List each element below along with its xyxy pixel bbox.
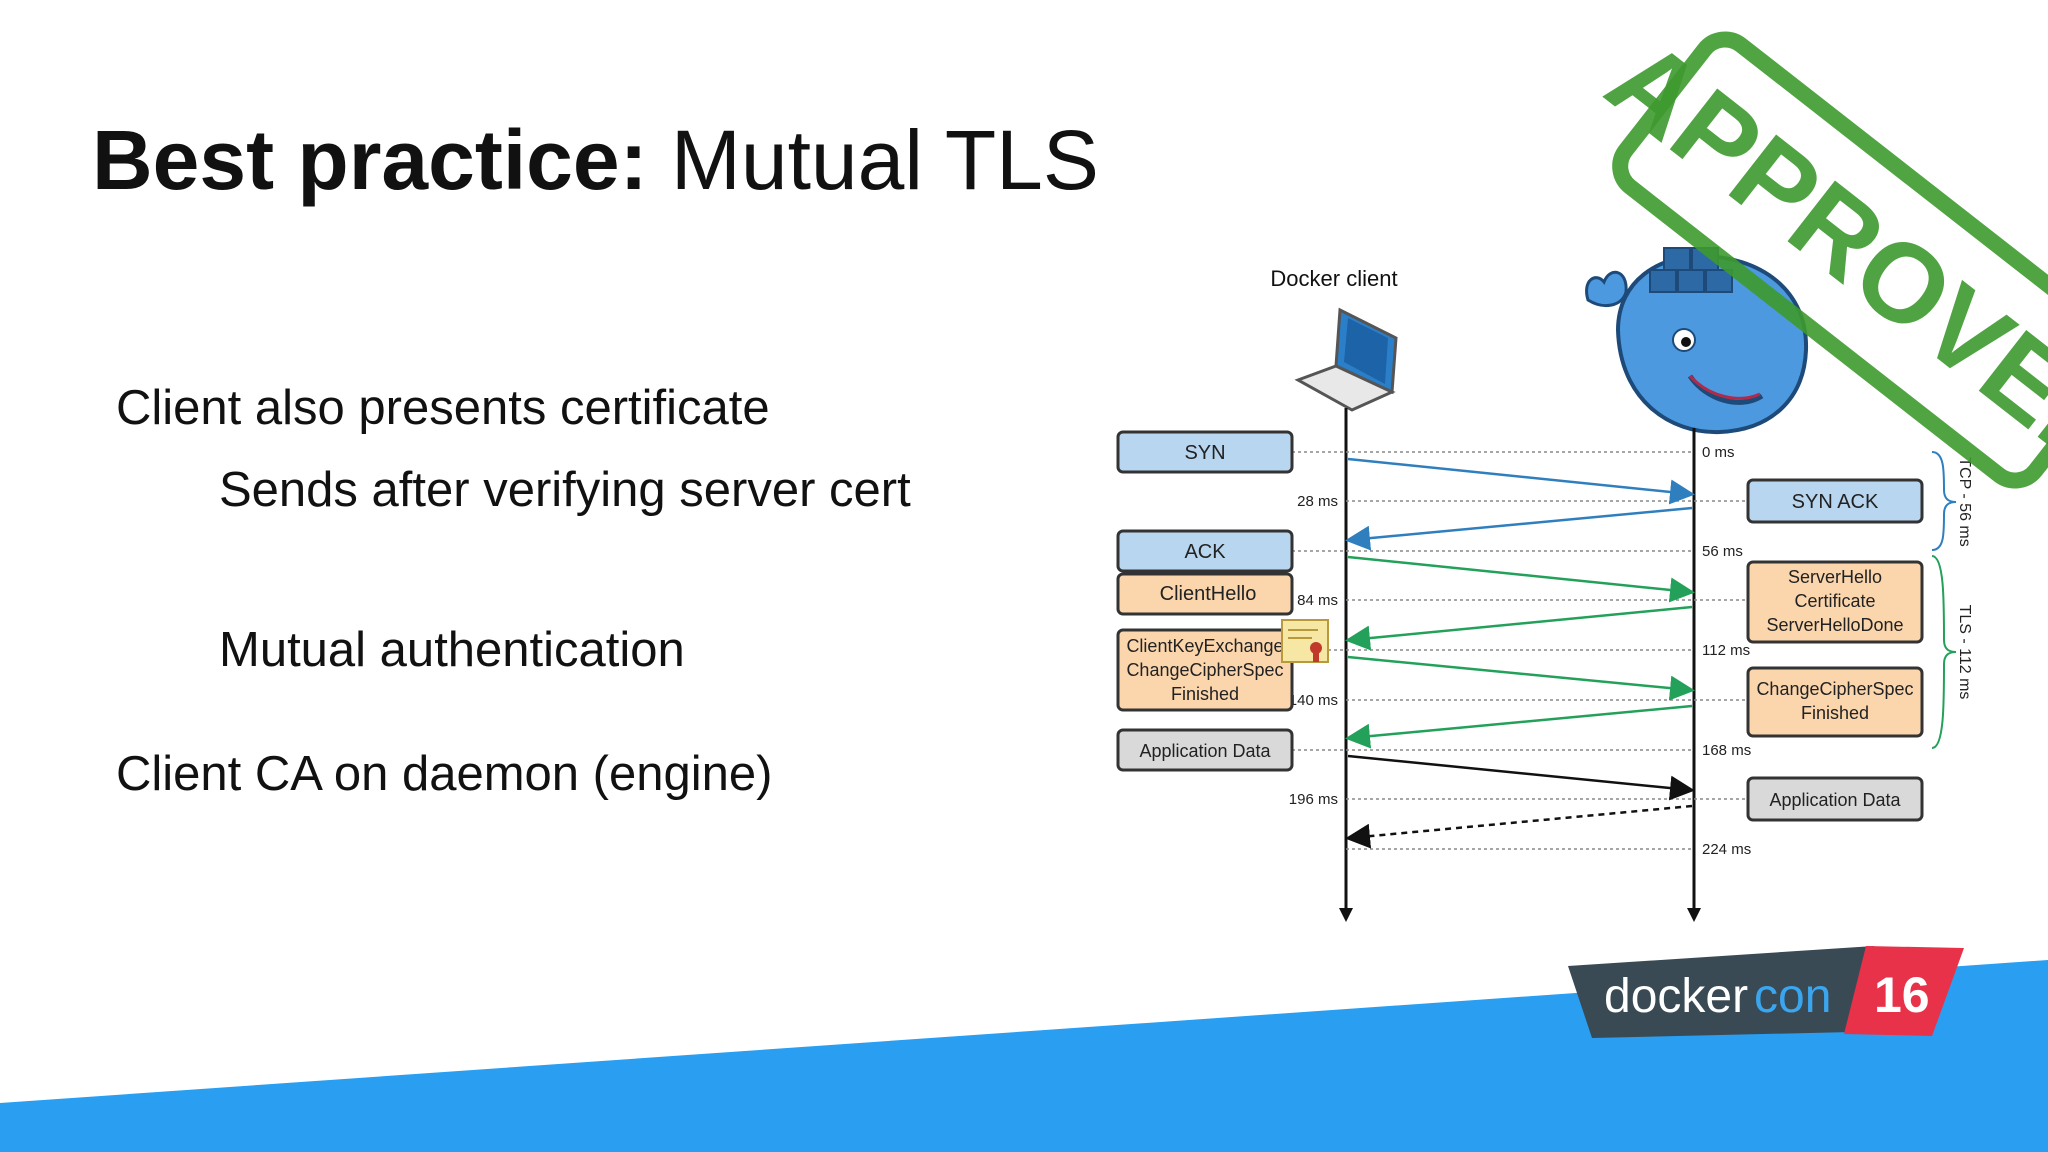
server-hello-line-1: ServerHello — [1788, 567, 1882, 587]
tcp-brace-label: TCP - 56 ms — [1956, 457, 1973, 547]
time-56: 56 ms — [1702, 543, 1743, 560]
server-app-data-label: Application Data — [1769, 790, 1901, 810]
title-rest: Mutual TLS — [647, 113, 1099, 207]
phase-braces: TCP - 56 ms TLS - 112 ms — [1931, 451, 1973, 749]
bullet-sends-after: Sends after verifying server cert — [219, 463, 911, 517]
client-label: Docker client — [1270, 266, 1397, 291]
dockercon-logo: docker con 16 — [1568, 946, 1964, 1038]
time-112: 112 ms — [1702, 642, 1750, 659]
bullet-client-ca: Client CA on daemon (engine) — [116, 747, 773, 801]
logo-year: 16 — [1874, 967, 1930, 1023]
time-84: 84 ms — [1297, 592, 1338, 609]
time-140: 140 ms — [1289, 692, 1338, 709]
time-224: 224 ms — [1702, 841, 1751, 858]
key-exchange-box — [1116, 628, 1294, 712]
ack-label: ACK — [1184, 541, 1226, 563]
stamp-text: APPROVED — [1585, 15, 2048, 500]
title-bold: Best practice: — [92, 113, 648, 207]
client-app-data-box — [1116, 728, 1294, 772]
change-cipher-line-1: ChangeCipherSpec — [1756, 679, 1913, 699]
docker-whale-icon — [1585, 247, 1809, 435]
tls-brace-label: TLS - 112 ms — [1956, 605, 1973, 700]
client-hello-label: ClientHello — [1160, 583, 1257, 605]
syn-ack-label: SYN ACK — [1792, 491, 1879, 513]
server-time-labels: 0 ms 56 ms 112 ms 168 ms 224 ms — [1702, 444, 1751, 858]
time-196: 196 ms — [1289, 791, 1338, 808]
change-cipher-line-2: Finished — [1801, 703, 1869, 723]
slide-title: Best practice: Mutual TLS — [92, 112, 1099, 209]
syn-ack-box — [1746, 478, 1924, 524]
server-hello-box — [1746, 560, 1924, 644]
syn-label: SYN — [1184, 442, 1225, 464]
bullet-client-cert: Client also presents certificate — [116, 381, 770, 435]
client-time-labels: 28 ms 84 ms 140 ms 196 ms — [1289, 493, 1338, 808]
server-hello-line-2: Certificate — [1794, 591, 1875, 611]
certificate-icon — [1281, 619, 1329, 663]
logo-docker: docker — [1604, 970, 1748, 1023]
key-exchange-line-2: ChangeCipherSpec — [1126, 660, 1283, 680]
server-app-data-box — [1746, 776, 1924, 822]
key-exchange-line-3: Finished — [1171, 684, 1239, 704]
time-28: 28 ms — [1297, 493, 1338, 510]
approved-stamp: APPROVED — [1585, 15, 2048, 501]
message-arrows — [1345, 457, 1695, 849]
time-168: 168 ms — [1702, 742, 1751, 759]
bullet-mutual-auth: Mutual authentication — [219, 623, 685, 677]
client-hello-box — [1116, 572, 1294, 616]
client-app-data-label: Application Data — [1139, 741, 1271, 761]
time-0: 0 ms — [1702, 444, 1735, 461]
key-exchange-line-1: ClientKeyExchange — [1126, 636, 1283, 656]
ack-box — [1116, 529, 1294, 573]
server-hello-line-3: ServerHelloDone — [1766, 615, 1903, 635]
syn-box — [1116, 430, 1294, 474]
laptop-icon — [1294, 307, 1398, 412]
logo-con: con — [1754, 970, 1831, 1023]
change-cipher-box — [1746, 666, 1924, 738]
